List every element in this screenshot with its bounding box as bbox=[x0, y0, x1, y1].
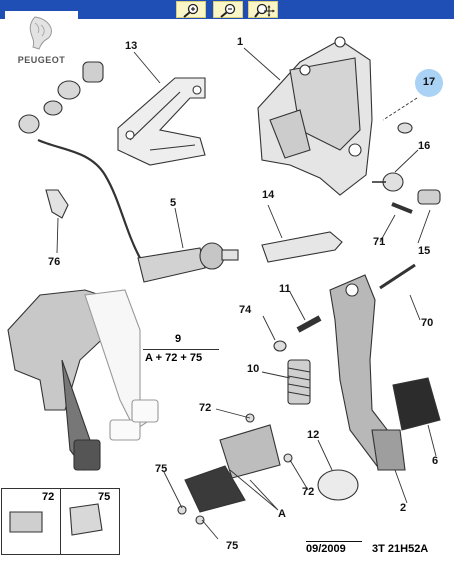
callout-5[interactable]: 5 bbox=[170, 197, 177, 209]
footer-rule bbox=[306, 541, 362, 542]
brake-pedal-part bbox=[329, 274, 406, 471]
magnifier-plus-icon bbox=[183, 3, 199, 18]
formula-kit-contents: A + 72 + 75 bbox=[145, 352, 203, 364]
callout-11[interactable]: 11 bbox=[279, 283, 291, 295]
formula-divider bbox=[143, 349, 219, 350]
pedal-pad-part bbox=[177, 413, 293, 525]
callout-75-top[interactable]: 75 bbox=[155, 463, 168, 475]
callout-75-bottom[interactable]: 75 bbox=[226, 540, 239, 552]
formula-part-number[interactable]: 9 bbox=[175, 333, 182, 345]
callout-74[interactable]: 74 bbox=[239, 304, 252, 316]
brand-logo: PEUGEOT bbox=[5, 11, 78, 71]
callout-10[interactable]: 10 bbox=[247, 363, 260, 375]
master-cylinder-part bbox=[137, 242, 239, 283]
callout-72-bottom[interactable]: 72 bbox=[302, 486, 315, 498]
brand-name: PEUGEOT bbox=[17, 55, 66, 65]
callout-6[interactable]: 6 bbox=[432, 455, 439, 467]
bracket-part bbox=[117, 77, 206, 166]
callout-12[interactable]: 12 bbox=[307, 429, 320, 441]
pedal-box-part bbox=[257, 36, 373, 196]
callout-13[interactable]: 13 bbox=[125, 40, 138, 52]
callout-2[interactable]: 2 bbox=[400, 502, 407, 514]
toolbar bbox=[0, 0, 454, 19]
lion-emblem-icon bbox=[29, 16, 52, 50]
footer-reference: 3T 21H52A bbox=[372, 543, 429, 555]
spring-part bbox=[287, 359, 311, 405]
legend-label-72[interactable]: 72 bbox=[42, 491, 55, 503]
legend-box: 72 75 bbox=[1, 488, 120, 555]
pedal-bracket-assembly-part bbox=[7, 289, 159, 471]
callout-72-top[interactable]: 72 bbox=[199, 402, 212, 414]
cable-clip-part bbox=[18, 61, 141, 259]
callout-15[interactable]: 15 bbox=[418, 245, 431, 257]
callout-17: 17 bbox=[422, 76, 436, 88]
magnifier-move-icon bbox=[254, 3, 275, 18]
zoom-out-button[interactable] bbox=[213, 1, 243, 18]
highlight-callout-17[interactable]: 17 bbox=[415, 69, 443, 97]
callout-16[interactable]: 16 bbox=[418, 140, 431, 152]
callout-14[interactable]: 14 bbox=[262, 189, 275, 201]
zoom-move-button[interactable] bbox=[248, 1, 278, 18]
legend-divider bbox=[60, 489, 61, 554]
magnifier-minus-icon bbox=[220, 3, 236, 18]
legend-label-75[interactable]: 75 bbox=[98, 491, 111, 503]
footer-date: 09/2009 bbox=[306, 543, 346, 555]
callout-A-right[interactable]: A bbox=[278, 508, 286, 520]
callout-71[interactable]: 71 bbox=[373, 236, 386, 248]
zoom-in-button[interactable] bbox=[176, 1, 206, 18]
callout-70[interactable]: 70 bbox=[421, 317, 434, 329]
callout-1[interactable]: 1 bbox=[237, 36, 244, 48]
callout-76[interactable]: 76 bbox=[48, 256, 61, 268]
